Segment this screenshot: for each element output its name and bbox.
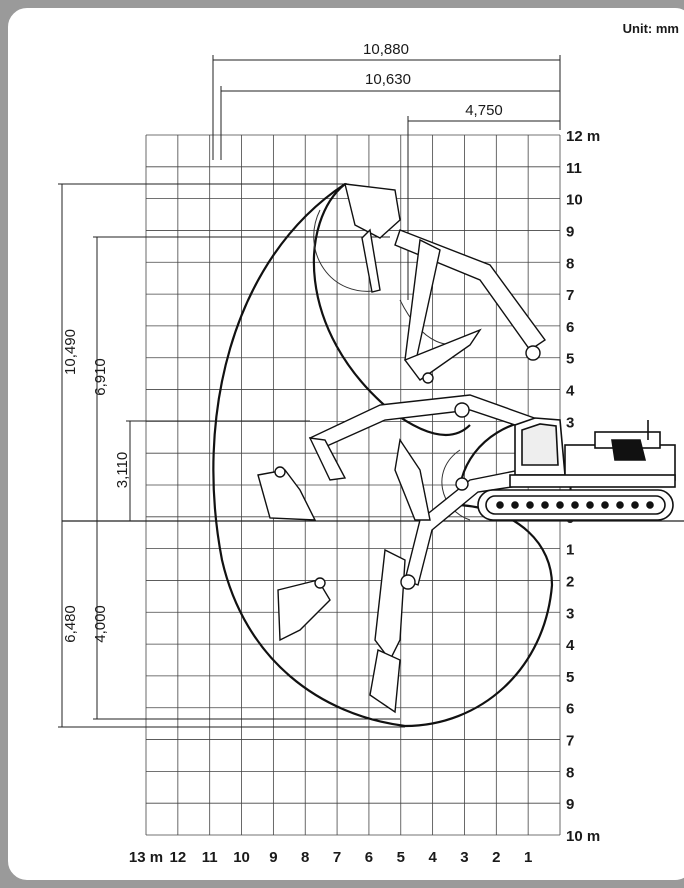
bottom-axis-labels: 13 m 12 11 10 9 8 7 6 5 4 3 2 1 bbox=[129, 849, 532, 866]
dim-min-dumping-height: 3,110 bbox=[114, 452, 131, 488]
bottom-axis-tick-label: 10 bbox=[233, 849, 250, 866]
dim-max-reach-ground: 10,630 bbox=[365, 71, 411, 88]
right-axis-tick-label: 9 bbox=[566, 223, 574, 240]
right-axis-tick-label: 7 bbox=[566, 733, 574, 750]
right-axis-tick-label: 3 bbox=[566, 414, 574, 431]
right-axis-tick-label: 12 m bbox=[566, 128, 600, 145]
track-roller bbox=[511, 501, 519, 509]
dim-max-dumping-height: 6,910 bbox=[92, 358, 109, 396]
dim-min-swing-radius: 4,750 bbox=[465, 102, 503, 119]
dim-max-digging-depth: 6,480 bbox=[62, 605, 79, 643]
right-axis-tick-label: 4 bbox=[566, 637, 575, 654]
dim-max-cutting-height: 10,490 bbox=[62, 329, 79, 375]
track-roller bbox=[556, 501, 564, 509]
bottom-axis-tick-label: 3 bbox=[460, 849, 468, 866]
bottom-axis-tick-label: 8 bbox=[301, 849, 309, 866]
bottom-axis-tick-label: 11 bbox=[202, 849, 218, 866]
bottom-axis-tick-label: 4 bbox=[428, 849, 437, 866]
right-axis-tick-label: 6 bbox=[566, 319, 574, 336]
track-roller bbox=[646, 501, 654, 509]
excavator-lower-arm bbox=[277, 438, 526, 714]
dim-max-reach: 10,880 bbox=[363, 41, 409, 58]
bottom-axis-tick-label: 12 bbox=[170, 849, 187, 866]
unit-label: Unit: mm bbox=[623, 21, 679, 36]
excavator-upper-arm-high bbox=[344, 183, 546, 384]
right-axis-tick-label: 6 bbox=[566, 701, 574, 718]
vertical-dimensions bbox=[58, 183, 405, 728]
bottom-axis-tick-label: 9 bbox=[269, 849, 277, 866]
right-axis-tick-label: 8 bbox=[566, 255, 574, 272]
track-roller bbox=[571, 501, 579, 509]
right-axis-tick-label: 4 bbox=[566, 383, 575, 400]
excavator-machine bbox=[477, 417, 676, 521]
right-axis-tick-label: 5 bbox=[566, 351, 574, 368]
bottom-axis-tick-label: 7 bbox=[333, 849, 341, 866]
right-axis-tick-label: 10 m bbox=[566, 828, 600, 845]
right-axis-tick-label: 11 bbox=[566, 160, 582, 177]
right-axis-tick-label: 1 bbox=[566, 542, 574, 559]
bottom-axis-tick-label: 2 bbox=[492, 849, 500, 866]
horizontal-dimensions bbox=[212, 55, 561, 300]
diagram-card bbox=[5, 5, 684, 883]
right-axis-tick-label: 7 bbox=[566, 287, 574, 304]
track-roller bbox=[601, 501, 609, 509]
right-axis-tick-label: 5 bbox=[566, 669, 574, 686]
bottom-axis-tick-label: 6 bbox=[365, 849, 373, 866]
bottom-axis-tick-label: 1 bbox=[524, 849, 532, 866]
right-axis-tick-label: 3 bbox=[566, 605, 574, 622]
bottom-axis-tick-label: 5 bbox=[397, 849, 405, 866]
dim-max-vertical-wall: 4,000 bbox=[92, 605, 109, 643]
track-roller bbox=[616, 501, 624, 509]
bottom-axis-tick-label: 13 m bbox=[129, 849, 163, 866]
excavator-mid-arm bbox=[257, 394, 542, 521]
right-axis-tick-label: 2 bbox=[566, 573, 574, 590]
track-roller bbox=[586, 501, 594, 509]
track-roller bbox=[496, 501, 504, 509]
track-roller bbox=[526, 501, 534, 509]
track-roller bbox=[541, 501, 549, 509]
right-axis-tick-label: 8 bbox=[566, 764, 574, 781]
track-roller bbox=[631, 501, 639, 509]
right-axis-tick-label: 10 bbox=[566, 192, 583, 209]
right-axis-tick-label: 9 bbox=[566, 796, 574, 813]
